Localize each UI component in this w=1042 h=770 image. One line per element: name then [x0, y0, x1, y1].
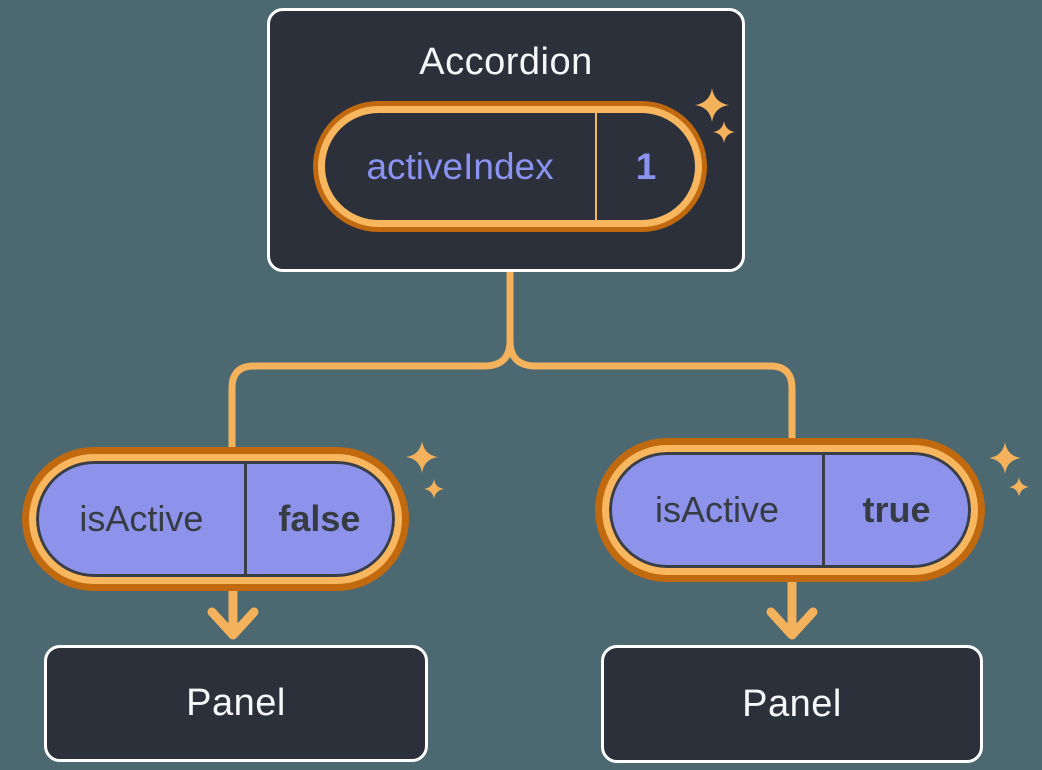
prop-name-label: isActive [655, 489, 780, 530]
branch-right-line [506, 270, 796, 450]
panel-label: Panel [742, 682, 842, 725]
pill-divider [243, 464, 247, 574]
branch-left-line [228, 270, 514, 458]
prop-pill-is-active-left: isActive false [29, 454, 402, 584]
panel-label: Panel [186, 682, 286, 724]
prop-name-label: isActive [79, 498, 204, 539]
arrow-down-icon [766, 573, 818, 640]
four-point-sparkle-icon [424, 479, 444, 499]
panel-card-left: Panel [44, 645, 428, 762]
prop-value-cell: false [247, 464, 392, 574]
prop-value-cell: true [825, 455, 968, 565]
pill-divider [595, 113, 598, 220]
prop-value-label: true [862, 489, 931, 530]
prop-pill-inner: isActive true [609, 452, 971, 568]
state-pill-value-cell: 1 [597, 113, 695, 220]
state-name-label: activeIndex [366, 145, 554, 187]
prop-value-label: false [278, 498, 361, 539]
prop-pill-inner: isActive false [36, 461, 395, 577]
prop-pill-is-active-right: isActive true [602, 445, 978, 575]
pill-divider [822, 455, 826, 565]
four-point-sparkle-icon [1009, 477, 1029, 497]
prop-name-cell: isActive [39, 464, 244, 574]
state-pill-active-index: activeIndex 1 [318, 106, 702, 227]
arrow-down-icon [207, 579, 259, 640]
four-point-sparkle-icon [989, 442, 1021, 474]
state-value-label: 1 [635, 145, 657, 187]
panel-card-right: Panel [601, 645, 983, 763]
four-point-sparkle-icon [406, 441, 438, 473]
accordion-title: Accordion [419, 41, 593, 83]
prop-name-cell: isActive [612, 455, 822, 565]
state-pill-name-cell: activeIndex [325, 113, 595, 220]
